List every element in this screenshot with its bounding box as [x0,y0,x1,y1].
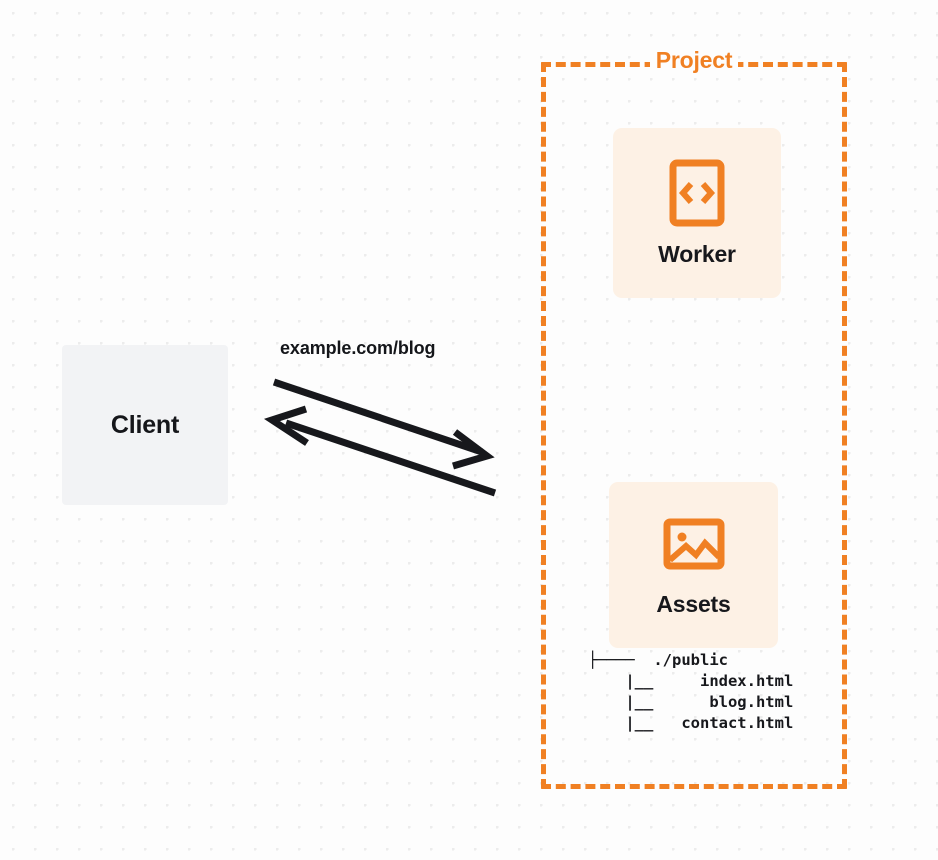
request-arrow [272,378,495,470]
client-label: Client [110,410,180,439]
client-node[interactable]: Client [62,345,228,505]
code-file-icon [669,159,725,226]
edge-label-example-com-blog: example.com/blog [280,338,436,358]
worker-card[interactable]: Worker [613,128,781,298]
image-icon [663,518,724,569]
response-arrow [263,405,497,497]
assets-file-tree: ├──── ./public |__ index.html |__ blog.h… [588,651,794,732]
assets-card[interactable]: Assets [609,482,778,648]
worker-card-label: Worker [658,240,736,267]
assets-card-label: Assets [656,590,731,617]
